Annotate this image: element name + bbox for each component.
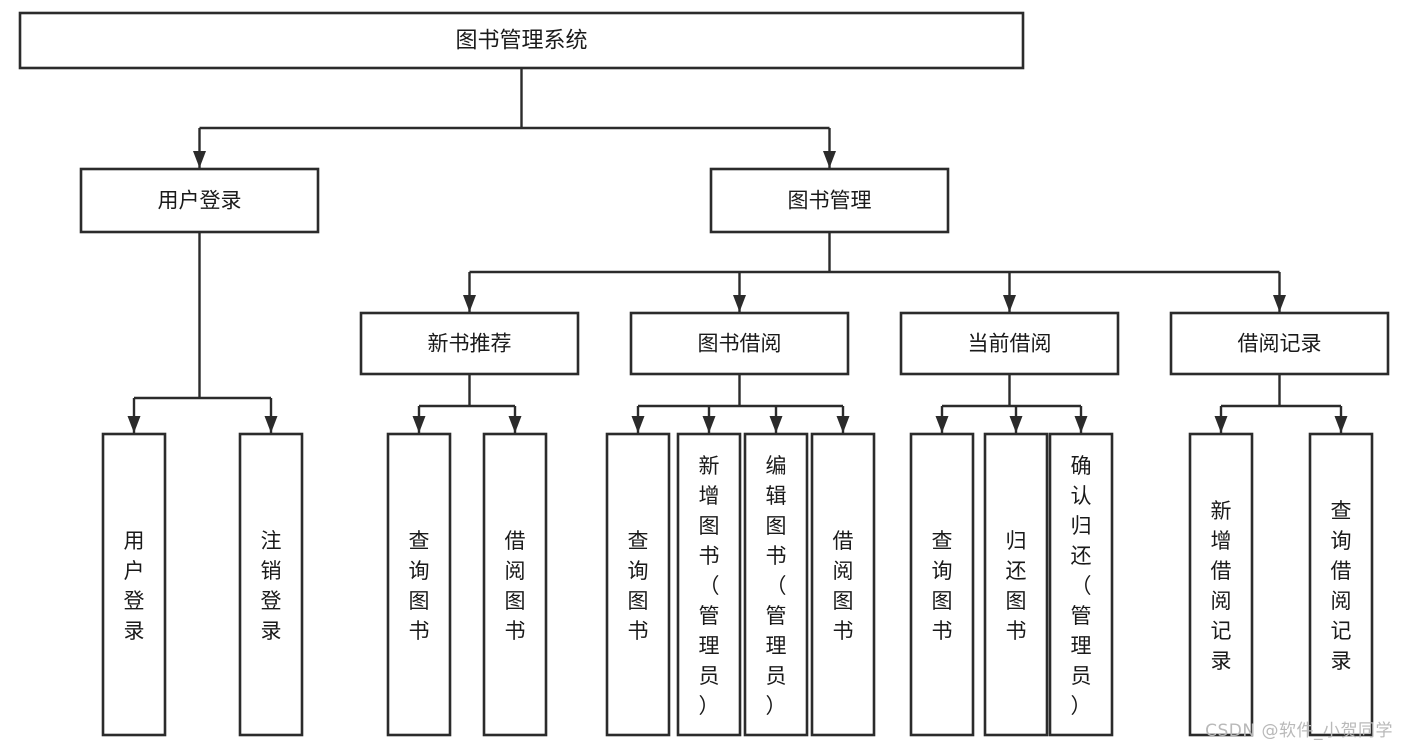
node-leaf-leaf-query-book-bor[interactable]: 查询图书 bbox=[605, 432, 671, 737]
node-level2-user-login[interactable]: 用户登录 bbox=[79, 167, 320, 234]
node-leaf-leaf-query-book-rec[interactable]: 查询图书 bbox=[386, 432, 452, 737]
node-leaf-leaf-add-record-label: 新增借阅记录 bbox=[1211, 499, 1232, 673]
arrow-head-icon bbox=[1009, 416, 1023, 433]
node-leaf-leaf-add-record[interactable]: 新增借阅记录 bbox=[1188, 432, 1254, 737]
arrow-head-icon bbox=[412, 416, 426, 433]
node-leaf-leaf-return-book-rect bbox=[983, 432, 1049, 737]
node-leaf-leaf-user-logout[interactable]: 注销登录 bbox=[238, 432, 304, 737]
node-leaf-leaf-borrow-book-bor-rect bbox=[810, 432, 876, 737]
node-leaf-leaf-user-login-label: 用户登录 bbox=[124, 529, 145, 643]
node-leaf-leaf-edit-book-admin[interactable]: 编辑图书（管理员） bbox=[743, 432, 809, 737]
node-leaf-leaf-confirm-return[interactable]: 确认归还（管理员） bbox=[1048, 432, 1114, 737]
node-leaf-leaf-user-login[interactable]: 用户登录 bbox=[101, 432, 167, 737]
node-leaf-leaf-user-logout-rect bbox=[238, 432, 304, 737]
node-leaf-leaf-query-record-rect bbox=[1308, 432, 1374, 737]
node-level3-book-borrow-label: 图书借阅 bbox=[698, 332, 782, 356]
node-level3-borrow-record-rect bbox=[1169, 311, 1390, 376]
arrow-head-icon bbox=[836, 416, 850, 433]
node-level2-book-manage[interactable]: 图书管理 bbox=[709, 167, 950, 234]
node-leaf-leaf-query-book-bor-label: 查询图书 bbox=[628, 529, 649, 643]
node-level3-new-book-rec-label: 新书推荐 bbox=[428, 332, 512, 356]
node-leaf-leaf-query-book-rec-rect bbox=[386, 432, 452, 737]
node-leaf-leaf-return-book-label: 归还图书 bbox=[1006, 529, 1027, 643]
node-level3-borrow-record-label: 借阅记录 bbox=[1238, 332, 1322, 356]
arrow-head-icon bbox=[769, 416, 783, 433]
node-leaf-leaf-query-record-label: 查询借阅记录 bbox=[1331, 499, 1352, 673]
node-level2-user-login-label: 用户登录 bbox=[158, 189, 242, 213]
arrow-head-icon bbox=[508, 416, 522, 433]
node-level2-user-login-rect bbox=[79, 167, 320, 234]
node-root-rect bbox=[18, 11, 1025, 70]
arrow-head-icon bbox=[193, 151, 206, 168]
arrow-head-icon bbox=[1214, 416, 1228, 433]
arrow-head-icon bbox=[1074, 416, 1088, 433]
node-leaf-leaf-edit-book-admin-label: 编辑图书（管理员） bbox=[766, 454, 787, 718]
node-level3-borrow-record[interactable]: 借阅记录 bbox=[1169, 311, 1390, 376]
node-level3-book-borrow[interactable]: 图书借阅 bbox=[629, 311, 850, 376]
node-leaf-leaf-query-book-cur[interactable]: 查询图书 bbox=[909, 432, 975, 737]
node-level2-book-manage-rect bbox=[709, 167, 950, 234]
node-leaf-leaf-query-book-cur-label: 查询图书 bbox=[932, 529, 953, 643]
arrow-head-icon bbox=[935, 416, 949, 433]
node-level3-current-borrow-label: 当前借阅 bbox=[968, 332, 1052, 356]
node-leaf-leaf-add-book-admin-label: 新增图书（管理员） bbox=[699, 454, 720, 718]
node-leaf-leaf-add-record-rect bbox=[1188, 432, 1254, 737]
node-leaf-leaf-user-logout-label: 注销登录 bbox=[261, 529, 282, 643]
arrow-head-icon bbox=[631, 416, 645, 433]
node-level3-current-borrow-rect bbox=[899, 311, 1120, 376]
arrow-head-icon bbox=[264, 416, 278, 433]
arrow-head-icon bbox=[1273, 295, 1286, 312]
node-leaf-leaf-borrow-book-rec-label: 借阅图书 bbox=[505, 529, 526, 643]
node-leaf-leaf-query-book-cur-rect bbox=[909, 432, 975, 737]
node-leaf-leaf-query-book-bor-rect bbox=[605, 432, 671, 737]
node-leaf-leaf-query-record[interactable]: 查询借阅记录 bbox=[1308, 432, 1374, 737]
node-level3-new-book-rec[interactable]: 新书推荐 bbox=[359, 311, 580, 376]
arrow-head-icon bbox=[702, 416, 716, 433]
node-root[interactable]: 图书管理系统 bbox=[18, 11, 1025, 70]
node-leaf-leaf-borrow-book-rec-rect bbox=[482, 432, 548, 737]
node-leaf-leaf-confirm-return-label: 确认归还（管理员） bbox=[1071, 454, 1092, 718]
node-level3-current-borrow[interactable]: 当前借阅 bbox=[899, 311, 1120, 376]
node-level2-book-manage-label: 图书管理 bbox=[788, 189, 872, 213]
node-level3-new-book-rec-rect bbox=[359, 311, 580, 376]
arrow-head-icon bbox=[127, 416, 141, 433]
node-leaf-leaf-user-login-rect bbox=[101, 432, 167, 737]
arrow-head-icon bbox=[463, 295, 476, 312]
arrow-head-icon bbox=[823, 151, 836, 168]
node-leaf-leaf-borrow-book-bor[interactable]: 借阅图书 bbox=[810, 432, 876, 737]
node-leaf-leaf-return-book[interactable]: 归还图书 bbox=[983, 432, 1049, 737]
node-level3-book-borrow-rect bbox=[629, 311, 850, 376]
arrow-head-icon bbox=[1334, 416, 1348, 433]
node-leaf-leaf-add-book-admin[interactable]: 新增图书（管理员） bbox=[676, 432, 742, 737]
arrow-head-icon bbox=[733, 295, 746, 312]
node-leaf-leaf-confirm-return-rect bbox=[1048, 432, 1114, 737]
node-leaf-leaf-borrow-book-rec[interactable]: 借阅图书 bbox=[482, 432, 548, 737]
node-root-label: 图书管理系统 bbox=[455, 29, 587, 54]
arrow-head-icon bbox=[1003, 295, 1016, 312]
node-leaf-leaf-borrow-book-bor-label: 借阅图书 bbox=[833, 529, 854, 643]
node-leaf-leaf-edit-book-admin-rect bbox=[743, 432, 809, 737]
node-leaf-leaf-query-book-rec-label: 查询图书 bbox=[409, 529, 430, 643]
node-leaf-leaf-add-book-admin-rect bbox=[676, 432, 742, 737]
